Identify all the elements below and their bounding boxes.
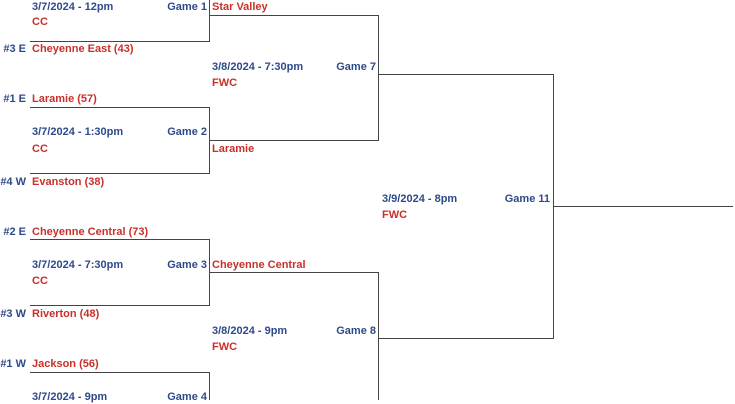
g8-date: 3/8/2024 - 9pm: [212, 325, 288, 337]
g1-label: Game 1: [167, 1, 207, 13]
g3-label: Game 3: [167, 259, 207, 271]
g7-date: 3/8/2024 - 7:30pm: [212, 61, 304, 73]
g4-top-seed: #1 W: [0, 358, 26, 370]
g1-venue: CC: [32, 16, 48, 28]
g11-top-line: [378, 74, 554, 75]
g8-vertical: [378, 272, 379, 400]
g7-top-team: Star Valley: [212, 1, 268, 13]
g4-vertical: [209, 372, 210, 400]
g8-venue: FWC: [212, 341, 238, 353]
g2-top-seed: #1 E: [3, 93, 26, 105]
g2-top-team: Laramie (57): [32, 93, 97, 105]
g7-top-line: [210, 15, 379, 16]
g7-label: Game 7: [336, 61, 376, 73]
g2-label: Game 2: [167, 126, 207, 138]
g11-date: 3/9/2024 - 8pm: [382, 193, 458, 205]
g2-bottom-seed: #4 W: [0, 176, 26, 188]
g11-label: Game 11: [504, 193, 550, 205]
g11-venue: FWC: [382, 209, 408, 221]
g1-bottom-line: [30, 41, 210, 42]
g7-bottom-line: [210, 140, 379, 141]
g3-top-team: Cheyenne Central (73): [32, 226, 149, 238]
g7-venue: FWC: [212, 77, 238, 89]
g3-venue: CC: [32, 275, 48, 287]
g3-bottom-line: [30, 305, 210, 306]
g2-top-line: [30, 107, 210, 108]
g3-bottom-team: Riverton (48): [32, 308, 100, 320]
g2-bottom-team: Evanston (38): [32, 176, 105, 188]
g2-bottom-line: [30, 173, 210, 174]
g1-date: 3/7/2024 - 12pm: [32, 1, 114, 13]
champion-line: [553, 206, 733, 207]
g4-label: Game 4: [167, 391, 207, 403]
g8-top-line: [210, 272, 379, 273]
g3-date: 3/7/2024 - 7:30pm: [32, 259, 124, 271]
g3-vertical: [209, 239, 210, 306]
g4-top-team: Jackson (56): [32, 358, 99, 370]
g3-top-seed: #2 E: [3, 226, 26, 238]
g2-venue: CC: [32, 143, 48, 155]
g7-bottom-team: Laramie: [212, 143, 255, 155]
g8-label: Game 8: [336, 325, 376, 337]
g3-top-line: [30, 239, 210, 240]
g2-date: 3/7/2024 - 1:30pm: [32, 126, 124, 138]
g1-bottom-team: Cheyenne East (43): [32, 43, 134, 55]
g8-top-team: Cheyenne Central: [212, 259, 306, 271]
g2-vertical: [209, 107, 210, 174]
g4-date: 3/7/2024 - 9pm: [32, 391, 108, 403]
g1-vertical: [209, 0, 210, 42]
g7-vertical: [378, 15, 379, 141]
g11-bottom-line: [378, 338, 554, 339]
g4-top-line: [30, 372, 210, 373]
g3-bottom-seed: #3 W: [0, 308, 26, 320]
g1-bottom-seed: #3 E: [3, 43, 26, 55]
